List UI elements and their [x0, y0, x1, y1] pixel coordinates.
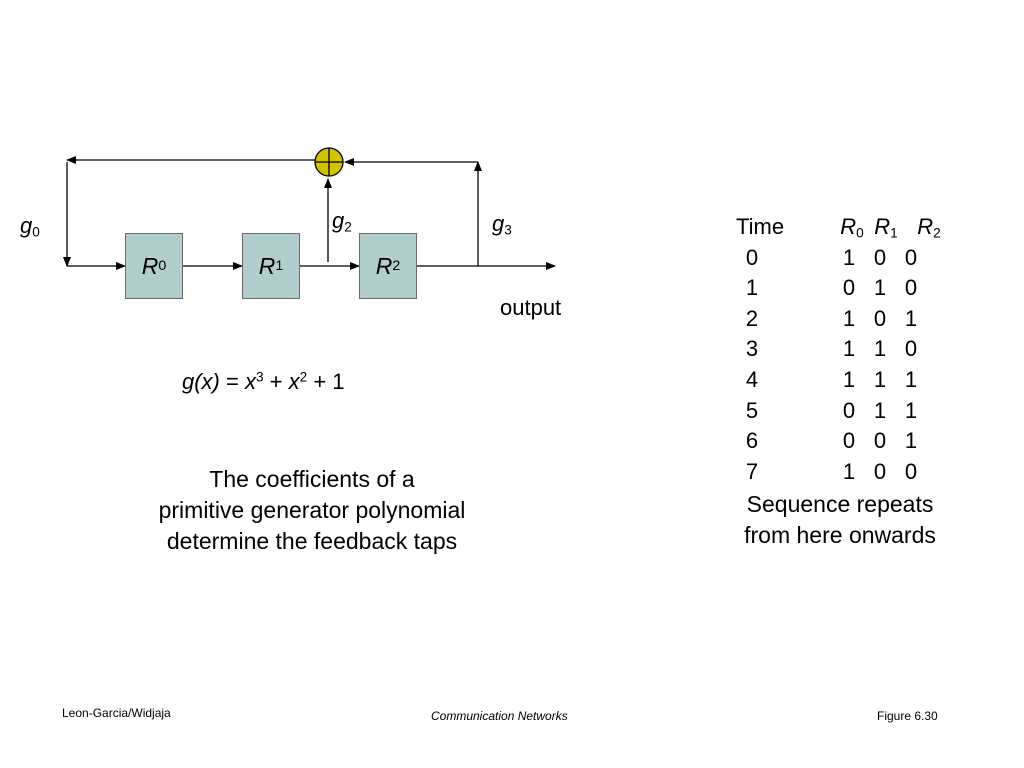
header-r1: R1: [874, 214, 898, 241]
output-label: output: [500, 295, 562, 320]
footer-authors: Leon-Garcia/Widjaja: [62, 706, 171, 720]
time-cell: 0: [745, 244, 759, 270]
time-cell: 6: [745, 428, 759, 454]
register-r0-cell: 1: [842, 244, 856, 270]
register-r0-cell: 1: [842, 458, 856, 484]
time-cell: 5: [745, 397, 759, 423]
register-r1-cell: 1: [873, 397, 887, 423]
generator-polynomial: g(x) = x3 + x2 + 1: [182, 369, 345, 394]
caption: The coefficients of a primitive generato…: [122, 464, 502, 557]
time-header: Time: [736, 214, 785, 239]
register-r1-cell: 0: [873, 305, 887, 331]
xor-adder-icon: [314, 147, 344, 177]
caption-line-1: The coefficients of a: [209, 466, 415, 492]
footer-figure-number: Figure 6.30: [877, 709, 938, 723]
repeat-note-line-1: Sequence repeats: [746, 491, 934, 517]
register-r1-cell: 0: [873, 428, 887, 454]
register-r2-cell: 1: [904, 397, 918, 423]
tap-label-g3: g3: [492, 211, 512, 238]
register-r1-cell: 1: [873, 336, 887, 362]
register-r1-cell: 1: [873, 366, 887, 392]
register-r2-cell: 1: [904, 366, 918, 392]
time-cell: 4: [745, 366, 759, 392]
caption-line-3: determine the feedback taps: [166, 528, 458, 554]
register-r0-cell: 0: [842, 428, 856, 454]
register-r0-cell: 1: [842, 336, 856, 362]
time-cell: 7: [745, 458, 759, 484]
register-r2-cell: 0: [904, 275, 918, 301]
register-r1-cell: 0: [873, 458, 887, 484]
register-r2-cell: 0: [904, 458, 918, 484]
time-cell: 2: [745, 305, 759, 331]
time-cell: 3: [745, 336, 759, 362]
header-r2: R2: [917, 214, 941, 241]
tap-label-g2: g2: [332, 208, 352, 235]
register-r1-cell: 0: [873, 244, 887, 270]
register-r0-cell: 1: [842, 305, 856, 331]
register-r2-cell: 0: [904, 244, 918, 270]
register-r2-cell: 1: [904, 305, 918, 331]
register-r0-cell: 1: [842, 366, 856, 392]
register-r0-cell: 0: [842, 397, 856, 423]
tap-label-g0: g0: [20, 213, 40, 240]
repeat-note-line-2: from here onwards: [744, 522, 936, 548]
register-r2-cell: 0: [904, 336, 918, 362]
register-r2-cell: 1: [904, 428, 918, 454]
register-r1-cell: 1: [873, 275, 887, 301]
time-cell: 1: [745, 275, 759, 301]
caption-line-2: primitive generator polynomial: [158, 497, 466, 523]
footer-book-title: Communication Networks: [431, 709, 568, 723]
repeat-note: Sequence repeats from here onwards: [722, 489, 958, 551]
register-r0-cell: 0: [842, 275, 856, 301]
header-r0: R0: [840, 214, 864, 241]
